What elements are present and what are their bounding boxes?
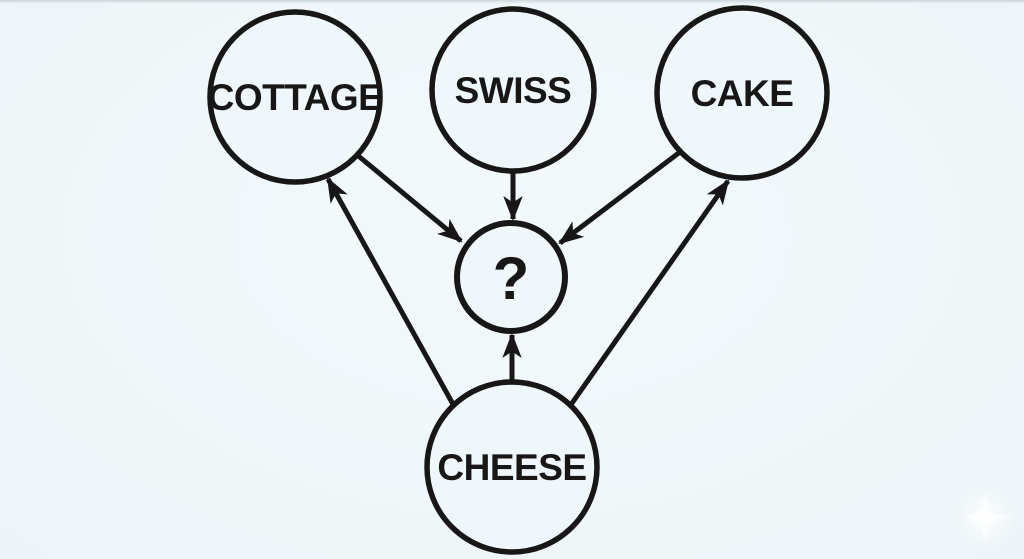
edge-cheese-to-cottage xyxy=(325,177,457,408)
node-cottage: COTTAGE xyxy=(207,9,383,185)
node-cake-circle xyxy=(654,5,830,181)
node-swiss: SWISS xyxy=(429,6,597,174)
node-cottage-label: COTTAGE xyxy=(208,77,383,118)
node-cottage-circle xyxy=(207,9,383,185)
node-cheese-label: CHEESE xyxy=(437,447,586,488)
node-unknown-label: ? xyxy=(493,245,530,312)
node-unknown: ? xyxy=(454,220,568,334)
edge-cake-to-unknown xyxy=(558,150,682,245)
edge-cottage-to-unknown xyxy=(354,152,463,243)
node-cake: CAKE xyxy=(654,5,830,181)
node-swiss-label: SWISS xyxy=(455,70,572,111)
node-swiss-circle xyxy=(429,6,597,174)
node-cheese: CHEESE xyxy=(424,379,600,555)
node-unknown-circle xyxy=(454,220,568,334)
edge-cheese-to-cake xyxy=(567,179,731,408)
node-cake-label: CAKE xyxy=(691,73,794,114)
node-cheese-circle xyxy=(424,379,600,555)
